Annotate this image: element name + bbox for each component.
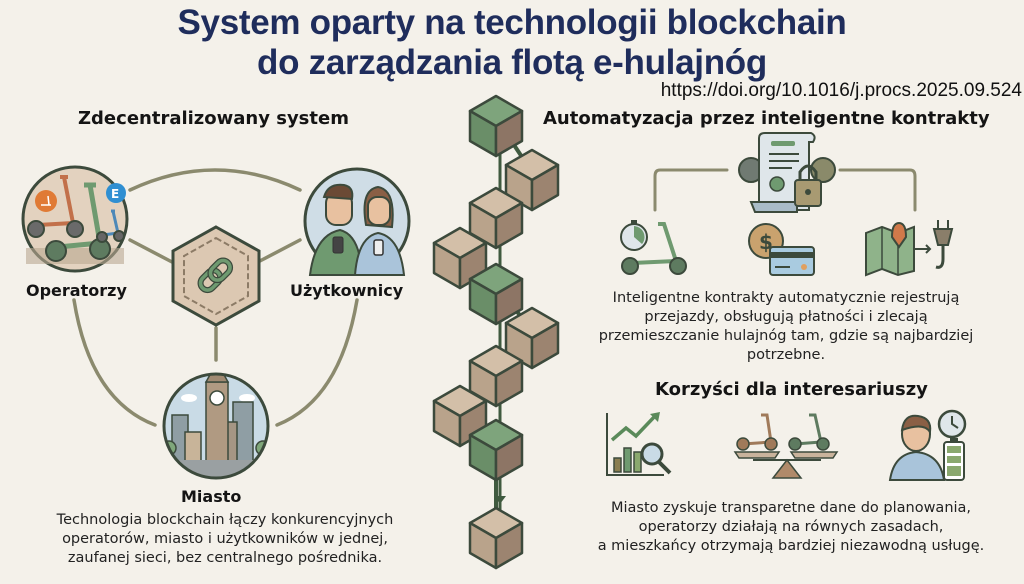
balanced-scale-scooters-icon — [733, 413, 839, 479]
page-title-line-1: System oparty na technologii blockchain — [177, 3, 847, 42]
connector-users-city — [275, 298, 359, 427]
node-label-operators: Operatorzy — [26, 281, 127, 300]
decentralized-description: Technologia blockchain łączy konkurencyj… — [20, 511, 430, 568]
scooters-icon: E — [21, 165, 129, 273]
connector-users-hub — [256, 238, 302, 264]
chain-block — [468, 344, 524, 408]
description-line: potrzebne. — [746, 347, 826, 363]
description-line: operatorzy działają na równych zasadach, — [638, 519, 944, 535]
description-line: zaufanej sieci, bez centralnego pośredni… — [67, 550, 383, 566]
node-label-city: Miasto — [181, 487, 242, 506]
description-line: Technologia blockchain łączy konkurencyj… — [56, 512, 394, 528]
chain-link-hexagon-icon[interactable] — [170, 224, 262, 328]
map-pin-crane-hook-icon — [865, 220, 954, 277]
page-title-line-2: do zarządzania flotą e-hulajnóg — [257, 43, 767, 82]
benefits-description: Miasto zyskuje transparetne dane do plan… — [558, 499, 1024, 556]
chain-arrow-icon — [494, 496, 506, 504]
description-line: Miasto zyskuje transparetne dane do plan… — [610, 500, 972, 516]
chain-block — [468, 506, 524, 570]
heading-smart-contracts: Automatyzacja przez inteligentne kontrak… — [543, 108, 990, 129]
chain-block — [468, 94, 524, 158]
users-with-phones-icon — [303, 167, 411, 276]
description-line: a mieszkańcy otrzymają bardziej niezawod… — [597, 538, 985, 554]
growth-chart-magnifier-icon — [606, 412, 672, 476]
chain-block — [504, 306, 560, 370]
doi-link[interactable]: https://doi.org/10.1016/j.procs.2025.09.… — [660, 80, 1022, 101]
connector-operators-city — [72, 298, 157, 427]
description-line: Inteligentne kontrakty automatycznie rej… — [612, 290, 960, 306]
chain-block — [432, 226, 488, 290]
chain-block — [468, 262, 524, 326]
description-line: przemieszczanie hulajnóg tam, gdzie są n… — [598, 328, 974, 344]
heading-benefits: Korzyści dla interesariuszy — [655, 379, 928, 400]
heading-decentralized-system: Zdecentralizowany system — [78, 108, 349, 129]
node-label-users: Użytkownicy — [290, 281, 404, 300]
stopwatch-scooter-icon — [620, 220, 687, 275]
connector-operators-users — [128, 168, 302, 192]
chain-block — [468, 418, 524, 482]
chain-block — [432, 384, 488, 448]
connector-operators-hub — [128, 238, 174, 264]
description-line: operatorów, miasto i użytkowników w jedn… — [62, 531, 388, 547]
smart-contract-document-lock-icon — [738, 132, 836, 213]
resident-clock-battery-icon — [888, 409, 967, 481]
coin-credit-card-icon: $ — [748, 223, 815, 276]
description-line: przejazdy, obsługują płatności i zlecają — [644, 309, 928, 325]
svg-text:E: E — [111, 187, 119, 201]
smart-contracts-description: Inteligentne kontrakty automatycznie rej… — [555, 289, 1017, 365]
city-skyline-icon — [162, 372, 270, 480]
